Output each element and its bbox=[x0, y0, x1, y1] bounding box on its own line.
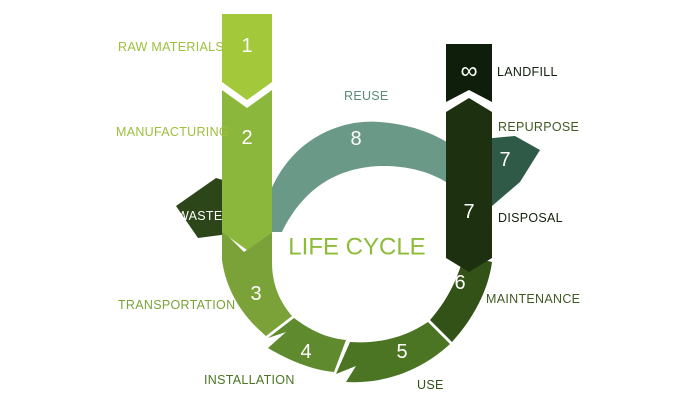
stage-number-3: 3 bbox=[250, 283, 261, 305]
center-title: LIFE CYCLE bbox=[288, 234, 425, 261]
label-repurpose: REPURPOSE bbox=[498, 120, 579, 134]
stage-number-5: 5 bbox=[396, 341, 407, 363]
infinity-icon: ∞ bbox=[460, 58, 477, 85]
manufacturing-segment bbox=[222, 90, 272, 250]
label-use: USE bbox=[417, 378, 444, 392]
stage-number-1: 1 bbox=[241, 35, 252, 57]
label-reuse: REUSE bbox=[344, 89, 389, 103]
label-disposal: DISPOSAL bbox=[498, 211, 563, 225]
stage-number-8: 8 bbox=[350, 128, 361, 150]
disposal-segment bbox=[446, 98, 492, 272]
reuse-arc bbox=[260, 121, 470, 232]
transportation-segment bbox=[222, 230, 292, 336]
label-waste: WASTE bbox=[177, 209, 222, 223]
label-landfill: LANDFILL bbox=[497, 65, 558, 79]
raw-materials-segment bbox=[222, 14, 272, 100]
label-transportation: TRANSPORTATION bbox=[118, 298, 235, 312]
stage-number-7-repurpose: 7 bbox=[499, 149, 510, 171]
stage-number-2: 2 bbox=[241, 127, 252, 149]
stage-number-7-disposal: 7 bbox=[463, 201, 474, 223]
use-segment bbox=[336, 322, 450, 383]
label-installation: INSTALLATION bbox=[204, 373, 295, 387]
label-manufacturing: MANUFACTURING bbox=[116, 125, 229, 139]
label-maintenance: MAINTENANCE bbox=[486, 292, 580, 306]
label-raw-materials: RAW MATERIALS bbox=[118, 40, 224, 54]
stage-number-6: 6 bbox=[454, 272, 465, 294]
stage-number-4: 4 bbox=[300, 341, 311, 363]
maintenance-segment bbox=[430, 258, 492, 342]
installation-segment bbox=[268, 318, 346, 372]
landfill-segment bbox=[446, 44, 492, 102]
